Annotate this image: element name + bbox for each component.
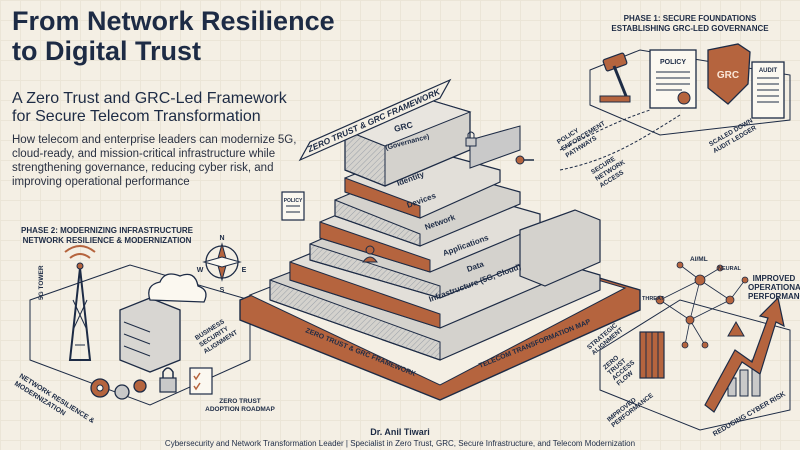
- key-icon: [515, 155, 534, 165]
- phase1-platform: [589, 49, 791, 136]
- policy-label: POLICY: [660, 59, 686, 66]
- compass-east: E: [242, 267, 247, 274]
- policy-document-icon: [649, 49, 697, 109]
- side-block-right: [519, 209, 601, 287]
- page-subtitle: A Zero Trust and GRC-Led Framework for S…: [12, 90, 287, 126]
- phase1-title-2: ESTABLISHING GRC-LED GOVERNANCE: [611, 24, 769, 33]
- compass-icon: [202, 242, 242, 282]
- gavel-icon: [599, 52, 631, 103]
- top-banner-shape: [298, 78, 452, 162]
- pathway-line-1: [559, 109, 651, 151]
- neural-label: NEURAL: [718, 266, 741, 272]
- cloud-icon: [148, 273, 207, 303]
- operational-line-2: OPERATIONAL: [748, 283, 800, 292]
- subtitle-line-2: for Secure Telecom Transformation: [12, 108, 261, 125]
- roadmap-label: ZERO TRUST ADOPTION ROADMAP: [190, 398, 290, 414]
- operational-line-3: PERFORMANCE: [748, 292, 800, 301]
- checklist-icon: [189, 367, 213, 395]
- warning-icon: [727, 320, 745, 337]
- phase1-title-1: PHASE 1: SECURE FOUNDATIONS: [623, 14, 757, 23]
- page-description: How telecom and enterprise leaders can m…: [12, 134, 297, 188]
- title-line-2: to Digital Trust: [12, 36, 201, 66]
- compass-north: N: [219, 235, 224, 242]
- phase2-platform: [29, 264, 251, 406]
- audit-ledger-icon: [751, 61, 785, 119]
- ai-ml-label: AI/ML: [690, 256, 708, 263]
- phase1-illustration: POLICY GRC AUDIT: [559, 43, 791, 171]
- compass-west: W: [197, 267, 204, 274]
- subtitle-line-1: A Zero Trust and GRC-Led Framework: [12, 90, 287, 107]
- grc-label: GRC: [717, 70, 739, 81]
- phase1-heading: PHASE 1: SECURE FOUNDATIONS ESTABLISHING…: [600, 14, 780, 34]
- grc-shield-icon: [707, 43, 751, 105]
- phase3-platform: [599, 299, 791, 431]
- side-block-top: [469, 125, 521, 169]
- title-line-1: From Network Resilience: [12, 6, 335, 36]
- roadmap-line-2: ADOPTION ROADMAP: [205, 406, 275, 413]
- policy-side-label: POLICY: [284, 198, 303, 204]
- threat-label: THREAT: [642, 296, 664, 302]
- user-icon: [362, 245, 378, 263]
- compass-south: S: [220, 287, 225, 294]
- server-rack-icon: [119, 297, 181, 373]
- phase2-heading: PHASE 2: MODERNIZING INFRASTRUCTURE NETW…: [12, 226, 202, 246]
- policy-side-icon: [281, 191, 305, 221]
- lock-small-icon: [465, 131, 477, 147]
- neural-network-icon: [655, 261, 749, 349]
- 5g-tower-icon: [64, 245, 96, 361]
- operational-line-1: IMPROVED: [752, 274, 796, 283]
- roadmap-line-1: ZERO TRUST: [219, 398, 261, 405]
- phase3-illustration: [599, 261, 791, 431]
- pathway-line-2: [559, 114, 681, 171]
- operational-performance-label: IMPROVED OPERATIONAL PERFORMANCE: [748, 274, 800, 301]
- author-name: Dr. Anil Tiwari: [370, 427, 430, 437]
- phase2-illustration: N S W E: [29, 235, 251, 406]
- framework-stack: ZERO TRUST & GRC FRAMEWORK POLICY: [239, 78, 641, 401]
- padlock-icon: [159, 367, 177, 393]
- layer-label-grc: GRC: [393, 119, 414, 134]
- gateway-door-icon: [639, 331, 665, 379]
- author-role: Cybersecurity and Network Transformation…: [164, 439, 636, 448]
- audit-label: AUDIT: [759, 68, 778, 74]
- tower-label: 5G TOWER: [38, 265, 45, 300]
- phase2-title-2: NETWORK RESILIENCE & MODERNIZATION: [22, 236, 192, 245]
- phase2-title-1: PHASE 2: MODERNIZING INFRASTRUCTURE: [20, 226, 193, 235]
- page-title: From Network Resilience to Digital Trust: [12, 6, 335, 66]
- growth-arrow-icon: [704, 296, 785, 413]
- gear-icon: [90, 378, 147, 400]
